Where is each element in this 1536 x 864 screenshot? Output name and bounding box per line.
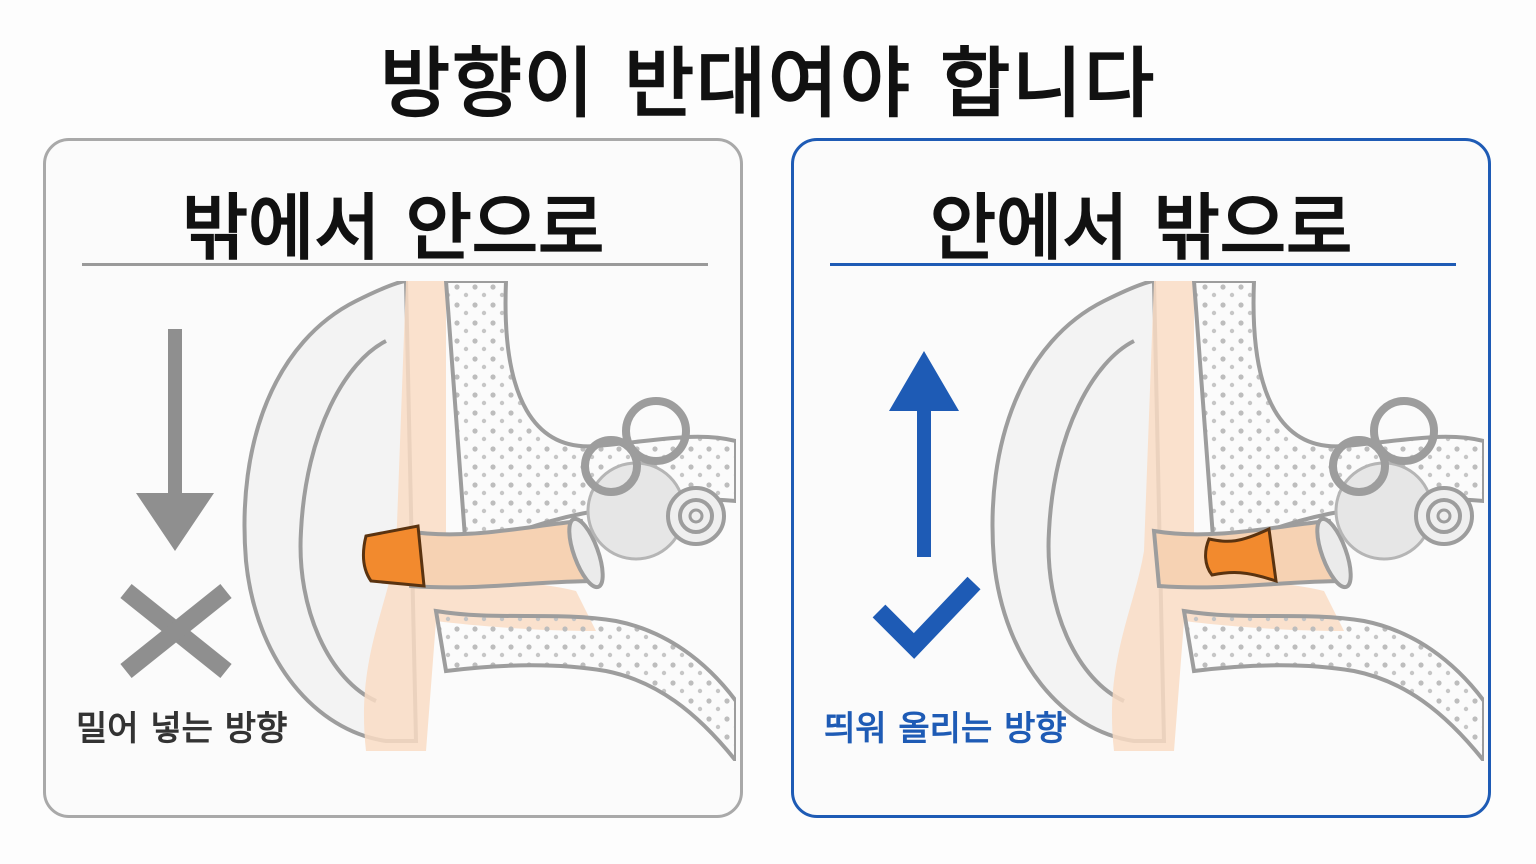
arrow-down-icon <box>136 329 214 551</box>
panel-heading: 밖에서 안으로 <box>181 186 605 270</box>
eardrum <box>1315 516 1353 590</box>
ear-cross-section-illustration <box>990 281 1484 761</box>
panel-inside-out: 안에서 밖으로 <box>791 138 1491 818</box>
x-mark-icon <box>120 583 232 679</box>
heading-divider <box>830 263 1456 266</box>
panel-outside-in: 밖에서 안으로 <box>43 138 743 818</box>
caption: 밀어 넣는 방향 <box>76 709 288 749</box>
arrow-up-icon <box>889 351 959 557</box>
checkmark-icon <box>872 576 981 659</box>
direction-graphic <box>872 351 981 659</box>
panel-heading: 안에서 밖으로 <box>929 186 1353 270</box>
earplug <box>1204 526 1278 584</box>
caption: 띄워 올리는 방향 <box>824 709 1067 749</box>
inner-ear <box>581 397 726 561</box>
heading-divider <box>82 263 708 266</box>
bone-lower <box>1181 608 1484 761</box>
outer-ear <box>990 281 1167 743</box>
inner-ear <box>1329 397 1474 561</box>
flesh-region <box>1111 281 1344 751</box>
earplug <box>362 524 426 588</box>
bone-lower <box>433 608 736 761</box>
direction-graphic <box>120 329 232 679</box>
flesh-region <box>363 281 596 751</box>
eardrum <box>567 516 605 590</box>
outer-ear <box>242 281 419 743</box>
ear-cross-section-illustration <box>242 281 736 761</box>
main-title: 방향이 반대여야 합니다 <box>379 39 1157 128</box>
